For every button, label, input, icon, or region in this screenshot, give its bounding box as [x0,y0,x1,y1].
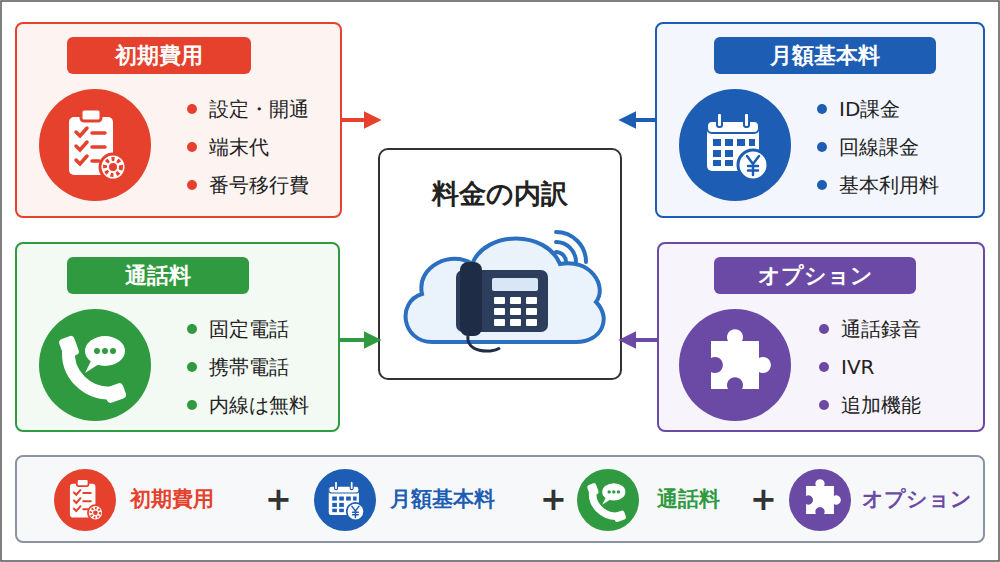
summary-band: 初期費用 + 月額基本料 + 通話料 + オプション [15,455,985,543]
bullet-item: 内線は無料 [187,390,309,420]
bullet-item: 回線課金 [817,132,919,162]
signal-waves [556,232,586,262]
icon-circle [577,469,639,531]
heading-pill: 通話料 [67,257,249,294]
icon-circle [789,469,851,531]
icon-circle [679,89,791,201]
connector-arrow [622,338,657,342]
summary-item: 初期費用 [130,457,214,541]
icon-circle [39,89,151,201]
bullet-item: 通話録音 [819,314,921,344]
category-box: 月額基本料 ID課金回線課金基本利用料 [655,22,985,218]
clipboard-icon [70,479,103,520]
band-icons [54,469,851,531]
bullet-item: 端末代 [187,132,269,162]
summary-item: オプション [862,457,972,541]
heading-pill: 月額基本料 [714,37,936,74]
clipboard-icon [69,109,126,180]
connector-arrow [622,118,655,122]
heading-pill: 初期費用 [67,37,251,74]
icon-circle [314,469,376,531]
plus-sign: + [265,457,292,541]
icon-circle [679,309,791,421]
category-icons [39,89,791,421]
heading-pill: オプション [714,257,916,294]
bullet-item: 携帯電話 [187,352,289,382]
phone-handset [460,262,482,336]
icon-circle [54,469,116,531]
calendar-icon [707,113,768,180]
bullet-item: 追加機能 [819,390,921,420]
center-box: 料金の内訳 [378,148,622,380]
summary-item: 通話料 [657,457,720,541]
phone-screen [492,278,538,291]
category-box: オプション通話録音 IVR 追加機能 [657,242,985,432]
connector-arrow [340,338,378,342]
cloud-outline [406,239,604,343]
category-box: 通話料固定電話携帯電話内線は無料 [15,242,340,432]
phone-cord [468,336,500,351]
cloud-phone-illustration [406,232,604,351]
summary-item: 月額基本料 [390,457,495,541]
bullet-item: 基本利用料 [817,170,939,200]
bullet-item: IVR [819,352,874,382]
bullet-item: ID課金 [817,94,900,124]
calendar-icon [329,481,364,520]
puzzle-icon [806,479,841,514]
puzzle-icon [711,329,771,389]
connector-layer [340,120,657,340]
plus-sign: + [540,457,567,541]
bullet-item: 設定・開通 [187,94,309,124]
icon-circle [39,309,151,421]
category-box: 初期費用設定・開通端末代番号移行費 [15,22,342,218]
phone-icon [587,483,627,523]
plus-sign: + [750,457,777,541]
bullet-item: 番号移行費 [187,170,309,200]
phone-base [456,270,548,332]
bullet-item: 固定電話 [187,314,289,344]
connector-arrow [342,118,378,122]
center-title: 料金の内訳 [380,176,620,212]
phone-keypad [494,297,537,326]
phone-icon [58,335,127,404]
